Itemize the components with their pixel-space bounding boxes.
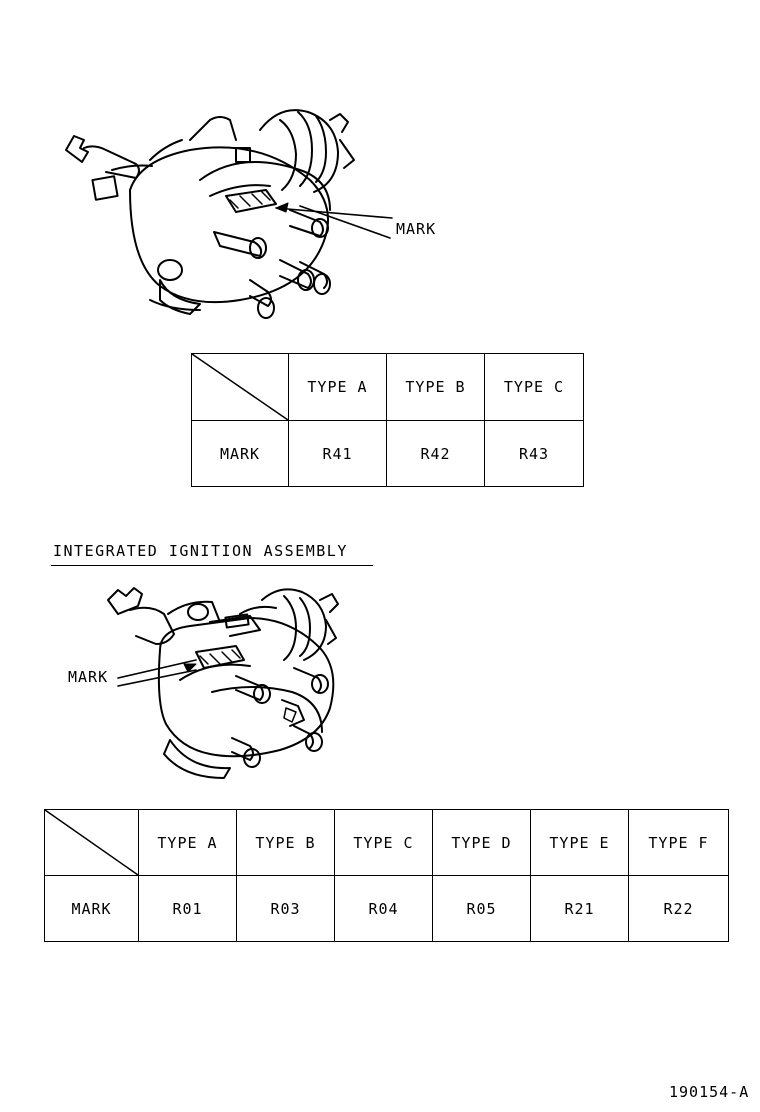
mark-value-cell: R41 xyxy=(288,420,387,487)
row-header: MARK xyxy=(44,875,139,942)
distributor-illustration-2 xyxy=(107,587,339,779)
mark-callout-label-2: MARK xyxy=(68,668,109,686)
mark-value-cell: R43 xyxy=(484,420,584,487)
column-header: TYPE B xyxy=(386,353,485,421)
mark-value-cell: R05 xyxy=(432,875,531,942)
column-header: TYPE A xyxy=(288,353,387,421)
column-header: TYPE F xyxy=(628,809,729,876)
mark-value-cell: R21 xyxy=(530,875,629,942)
table-corner-cell xyxy=(44,809,139,876)
mark-value-cell: R01 xyxy=(138,875,237,942)
mark-type-table-2: TYPE A TYPE B TYPE C TYPE D TYPE E TYPE … xyxy=(44,809,729,942)
column-header: TYPE D xyxy=(432,809,531,876)
mark-value-cell: R04 xyxy=(334,875,433,942)
mark-value-cell: R42 xyxy=(386,420,485,487)
column-header: TYPE C xyxy=(334,809,433,876)
column-header: TYPE B xyxy=(236,809,335,876)
row-header: MARK xyxy=(191,420,289,487)
section-title-underline xyxy=(51,565,373,566)
distributor-illustration-1 xyxy=(65,109,393,319)
column-header: TYPE C xyxy=(484,353,584,421)
mark-value-cell: R03 xyxy=(236,875,335,942)
mark-value-cell: R22 xyxy=(628,875,729,942)
section-title: INTEGRATED IGNITION ASSEMBLY xyxy=(53,542,348,560)
figure-id: 190154-A xyxy=(669,1083,750,1101)
mark-callout-label-1: MARK xyxy=(396,220,437,238)
column-header: TYPE A xyxy=(138,809,237,876)
table-corner-cell xyxy=(191,353,289,421)
mark-type-table-1: TYPE A TYPE B TYPE C MARK R41 R42 R43 xyxy=(191,353,584,487)
column-header: TYPE E xyxy=(530,809,629,876)
